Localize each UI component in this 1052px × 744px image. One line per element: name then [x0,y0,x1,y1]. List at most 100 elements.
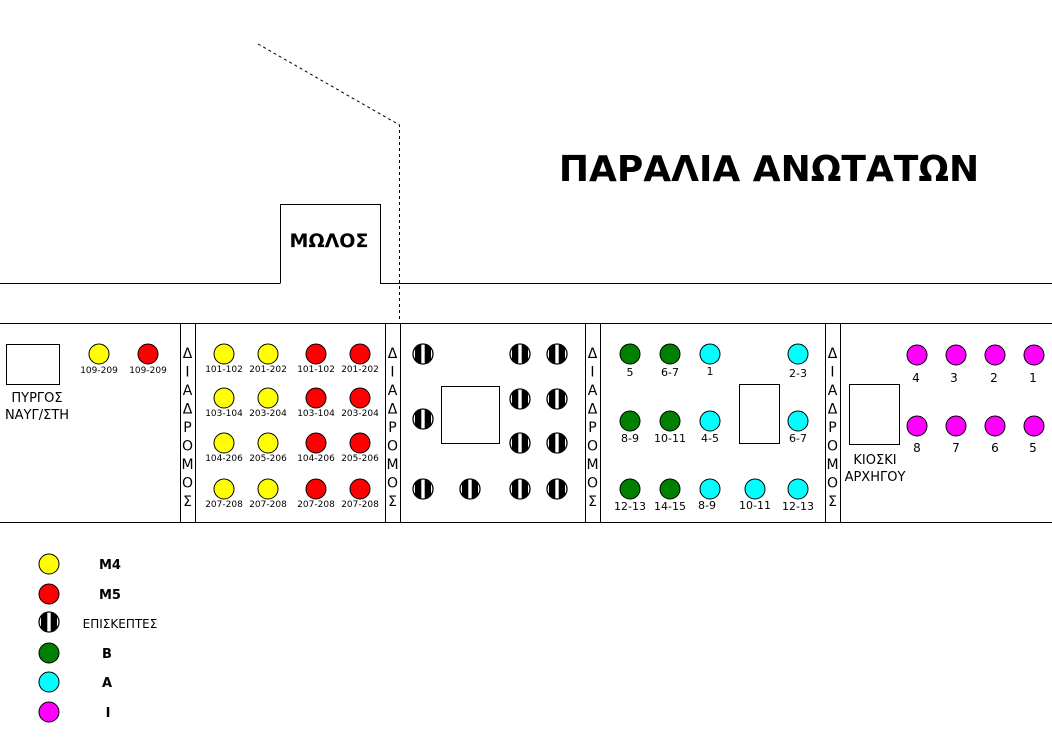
m5-seat-marker [349,387,371,409]
seat-number-label: 203-204 [341,409,379,419]
legend-visitor-icon [39,611,59,633]
b-seat-marker [659,343,681,365]
legend-m5-swatch [38,583,60,605]
i-seat-marker [1023,415,1045,437]
seat-number-label: 5 [1029,441,1037,455]
legend-m4-label: M4 [99,558,121,573]
seat-number-label: 207-208 [297,500,335,510]
legend-i-swatch [38,701,60,723]
seat-number-label: 1 [1029,371,1037,385]
seat-number-label: 205-206 [249,454,287,464]
seat-number-label: 207-208 [205,500,243,510]
kiosk-label-line2: ΑΡΧΗΓΟΥ [845,470,906,485]
legend-b-label: B [102,647,112,662]
page-title: ΠΑΡΑΛΙΑ ΑΝΩΤΑΤΩΝ [559,149,979,190]
visitor-seat-icon [510,432,530,454]
legend-b-swatch [38,642,60,664]
seat-number-label: 101-102 [205,365,243,375]
ab-zone: 5 6-7 1 2-3 8-9 10-11 4-5 6-7 12-13 14-1… [614,343,814,513]
seat-number-label: 109-209 [80,366,118,376]
seat-number-label: 8 [913,441,921,455]
seat-number-label: 10-11 [739,499,771,512]
visitor-seat-icon [413,478,433,500]
visitor-zone-box [441,386,500,444]
m4-seat-marker [257,343,279,365]
b-seat-marker [619,478,641,500]
seat-number-label: 103-104 [297,409,335,419]
legend-a-swatch [38,671,60,693]
seat-number-label: 8-9 [621,432,639,445]
seat-number-label: 12-13 [782,500,814,513]
tower-label-line2: ΝΑΥΓ/ΣΤΗ [5,408,69,423]
boundary-dashed-line [257,43,400,321]
m5-seat-marker [349,478,371,500]
m5-seat-marker [305,478,327,500]
visitor-seat-icon [413,343,433,365]
legend-i-label: I [106,706,111,721]
seat-number-label: 103-104 [205,409,243,419]
legend: M4 M5 ΕΠΙΣΚΕΠΤΕΣ B A I [38,553,158,723]
seat-number-label: 6 [991,441,999,455]
m4-seat-marker [257,432,279,454]
seat-number-label: 201-202 [249,365,287,375]
seat-number-label: 201-202 [341,365,379,375]
i-seat-marker [984,344,1006,366]
visitor-seat-icon [547,388,567,410]
seat-number-label: 207-208 [249,500,287,510]
seat-number-label: 2-3 [789,367,807,380]
seat-number-label: 4 [912,371,920,385]
m4-seat-marker [213,387,235,409]
seat-number-label: 6-7 [661,366,679,379]
legend-visitor-label: ΕΠΙΣΚΕΠΤΕΣ [83,617,158,631]
m4-seat-marker [257,387,279,409]
visitor-seat-icon [510,343,530,365]
i-seat-marker [984,415,1006,437]
m5-seat-marker [305,343,327,365]
visitor-seat-icon [547,432,567,454]
pier-label: ΜΩΛΟΣ [290,230,369,252]
visitor-seat-icon [547,478,567,500]
a-seat-marker [699,343,721,365]
m4-seat-marker [213,432,235,454]
seat-number-label: 4-5 [701,432,719,445]
visitor-seat-icon [547,343,567,365]
m5-seat-marker [305,387,327,409]
seat-number-label: 104-206 [205,454,243,464]
m-zone: 101-102 201-202 101-102 201-202 103-104 … [205,343,379,510]
a-seat-marker [699,478,721,500]
a-seat-marker [787,343,809,365]
seat-number-label: 101-102 [297,365,335,375]
seat-number-label: 5 [627,366,634,379]
seat-number-label: 207-208 [341,500,379,510]
ab-zone-box [739,384,780,444]
m5-seat-marker [349,432,371,454]
visitor-seat-icon [510,388,530,410]
m5-seat-marker [305,432,327,454]
i-seat-marker [1023,344,1045,366]
seat-number-label: 10-11 [654,432,686,445]
m5-seat-marker [137,343,159,365]
visitor-seat-icon [460,478,480,500]
a-seat-marker [699,410,721,432]
lifeguard-tower-box [6,344,60,385]
tower-zone: ΠΥΡΓΟΣ ΝΑΥΓ/ΣΤΗ 109-209 109-209 [5,343,167,423]
i-zone: ΚΙΟΣΚΙ ΑΡΧΗΓΟΥ 4 3 2 1 8 7 6 5 [845,344,1045,485]
a-seat-marker [787,410,809,432]
m4-seat-marker [213,343,235,365]
seat-number-label: 2 [990,371,998,385]
m4-seat-marker [213,478,235,500]
seat-number-label: 104-206 [297,454,335,464]
visitor-zone [413,343,567,500]
b-seat-marker [659,478,681,500]
b-seat-marker [659,410,681,432]
seat-number-label: 109-209 [129,366,167,376]
m4-seat-marker [88,343,110,365]
visitor-seat-icon [510,478,530,500]
legend-a-label: A [102,676,112,691]
legend-m5-label: M5 [99,588,121,603]
